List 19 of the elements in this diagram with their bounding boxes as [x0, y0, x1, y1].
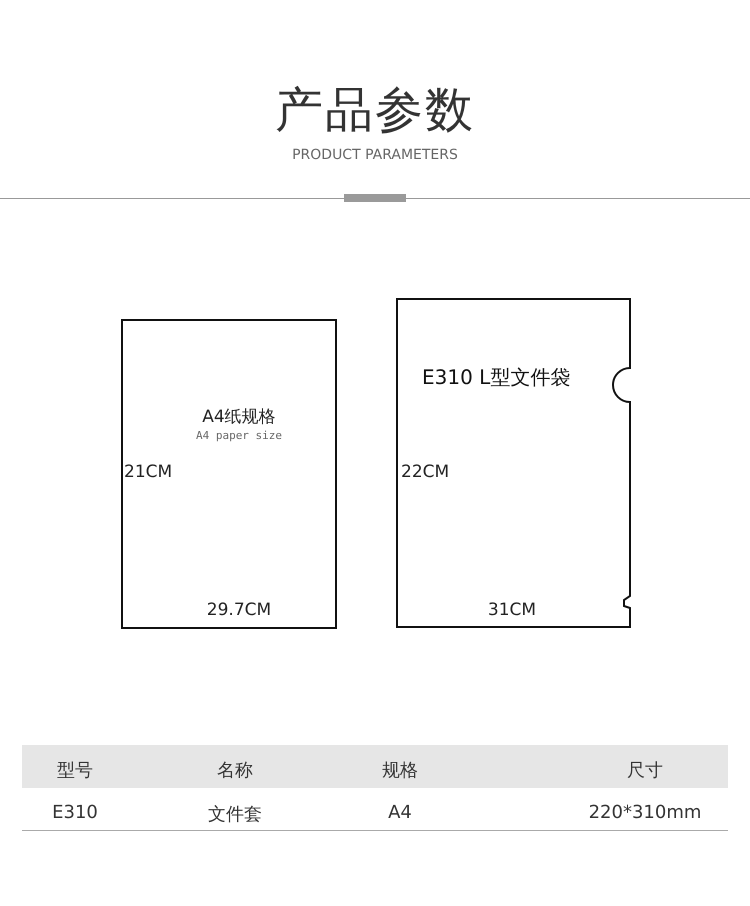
dimension-label: 22CM — [401, 462, 450, 482]
folder-outline — [396, 298, 631, 628]
page-subtitle: PRODUCT PARAMETERS — [291, 147, 459, 163]
sheet-sublabel: A4 paper size — [194, 429, 284, 442]
table-header: 规格 — [381, 759, 419, 782]
paper-sheet-outline — [121, 319, 337, 629]
dimension-label: 31CM — [486, 600, 538, 620]
table-header: 尺寸 — [626, 759, 664, 782]
table-cell-text: 220*310mm — [588, 802, 702, 823]
table-header: 名称 — [216, 759, 254, 782]
folder-label: E310 L型文件袋 — [422, 364, 572, 391]
page-title: 产品参数 — [274, 81, 476, 140]
table-cell-text: 文件套 — [207, 803, 263, 826]
table-cell-text: E310 — [51, 802, 99, 823]
table-cell-text: A4 — [387, 802, 413, 823]
sheet-label: A4纸规格 — [201, 406, 277, 428]
dimension-label: 29.7CM — [206, 600, 272, 620]
table-header: 型号 — [56, 759, 94, 782]
dimension-label: 21CM — [124, 462, 174, 482]
